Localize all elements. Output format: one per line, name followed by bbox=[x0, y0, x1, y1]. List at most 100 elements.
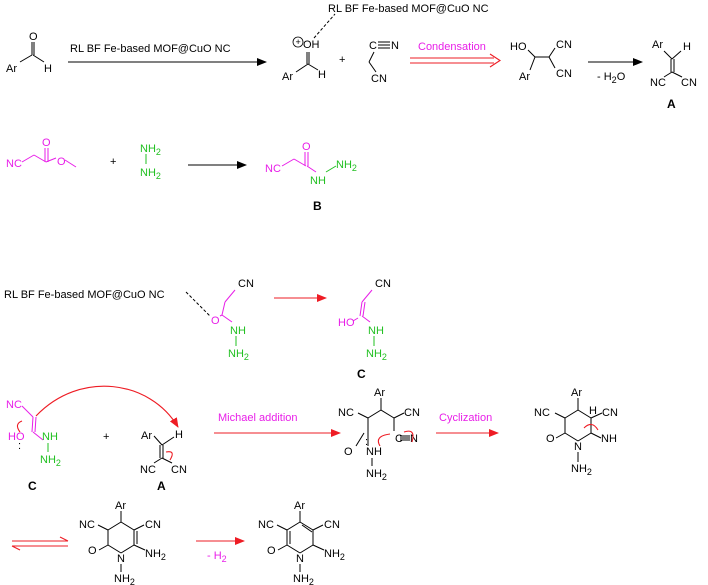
michael-label: Michael addition bbox=[218, 412, 298, 424]
activated-oh: OH bbox=[303, 39, 320, 51]
curved-arrow-2 bbox=[165, 451, 173, 461]
py-cn: CN bbox=[324, 519, 340, 531]
catalyst-label-3: RL BF Fe-based MOF@CuO NC bbox=[4, 289, 165, 301]
ci-cn: CN bbox=[602, 407, 618, 419]
hc-cn: CN bbox=[238, 278, 254, 290]
ci-nc: NC bbox=[534, 407, 550, 419]
mca-nc: NC bbox=[6, 158, 22, 170]
dh-nc: NC bbox=[79, 519, 95, 531]
mca-o2: O bbox=[57, 156, 66, 168]
alc-ar: Ar bbox=[519, 71, 530, 83]
a-cn: CN bbox=[681, 77, 697, 89]
plus-1: + bbox=[339, 54, 345, 66]
c2-nc: NC bbox=[6, 399, 22, 411]
aldehyde-ar: Ar bbox=[6, 63, 17, 75]
minus-h2o-label: - H2O bbox=[597, 71, 626, 85]
dh-o: O bbox=[88, 545, 97, 557]
c2-ho: HO bbox=[8, 431, 25, 443]
hydrazine-nh2-top: NH2 bbox=[140, 143, 161, 157]
condensation-arrow: Condensation bbox=[410, 41, 502, 68]
alcohol-intermediate: HO Ar CN CN bbox=[510, 39, 572, 83]
py-nh2-n: NH2 bbox=[293, 573, 314, 585]
a2-cn: CN bbox=[171, 464, 187, 476]
malono-c1: C bbox=[369, 40, 377, 52]
label-C-1: C bbox=[357, 367, 366, 381]
a-nc: NC bbox=[650, 77, 666, 89]
curved-arrow-3 bbox=[377, 433, 391, 447]
ci-o: O bbox=[546, 433, 555, 445]
a2-ar: Ar bbox=[141, 430, 152, 442]
aldehyde-o: O bbox=[29, 31, 38, 43]
row1-aldehyde-activation: O Ar H RL BF Fe-based MOF@CuO NC + OH Ar… bbox=[6, 3, 697, 111]
cyclization-label: Cyclization bbox=[439, 412, 492, 424]
c2-lone-pair: : bbox=[18, 440, 21, 452]
dh-nh2-ring: NH2 bbox=[145, 548, 166, 562]
b-o: O bbox=[302, 141, 311, 153]
hydrazine: NH2 NH2 bbox=[140, 143, 161, 181]
py-ar: Ar bbox=[294, 500, 305, 512]
ma-o: O bbox=[344, 446, 353, 458]
row4-michael-cyclization: NC HO : NH NH2 C + Ar H NC CN bbox=[6, 385, 618, 493]
curved-arrow-4 bbox=[403, 430, 414, 443]
ci-ar: Ar bbox=[571, 387, 582, 399]
a2-h: H bbox=[175, 429, 183, 441]
c-ho: HO bbox=[338, 317, 355, 329]
compound-C: CN HO NH NH2 C bbox=[338, 278, 391, 381]
equilibrium-arrow bbox=[11, 536, 69, 551]
ci-h: H bbox=[589, 405, 597, 417]
curved-arrow-5 bbox=[583, 423, 599, 431]
c-nh: NH bbox=[368, 325, 384, 337]
hydrazide-complex: CN O NH NH2 bbox=[211, 278, 254, 362]
curved-arrow-1 bbox=[16, 420, 23, 433]
hc-nh: NH bbox=[230, 325, 246, 337]
label-B: B bbox=[313, 199, 322, 213]
py-nh2-ring: NH2 bbox=[324, 548, 345, 562]
mca-o1: O bbox=[42, 137, 51, 149]
catalyst-label-1: RL BF Fe-based MOF@CuO NC bbox=[70, 43, 231, 55]
label-A-2: A bbox=[157, 479, 166, 493]
aldehyde-molecule: O Ar H bbox=[6, 31, 52, 75]
alc-cn2: CN bbox=[556, 68, 572, 80]
catalyst-coordination-dash bbox=[313, 13, 336, 39]
ma-nh: NH bbox=[366, 446, 382, 458]
compound-A: Ar H NC CN A bbox=[650, 39, 697, 111]
activated-h: H bbox=[318, 69, 326, 81]
b-nh: NH bbox=[310, 175, 326, 187]
malono-n1: N bbox=[391, 40, 399, 52]
oxonium-plus: + bbox=[296, 37, 301, 47]
ma-nc: NC bbox=[338, 407, 354, 419]
py-nc: NC bbox=[258, 519, 274, 531]
c-cn: CN bbox=[375, 278, 391, 290]
methyl-cyanoacetate: NC O O bbox=[6, 137, 77, 170]
compound-C-nucleophile: NC HO : NH NH2 C bbox=[6, 385, 179, 493]
pyridone-final-product: Ar NC CN O N NH2 NH2 bbox=[258, 500, 345, 585]
catalyst-coordination-dash-2 bbox=[185, 291, 211, 317]
hc-o: O bbox=[211, 315, 220, 327]
hydrazine-nh2-bottom: NH2 bbox=[140, 167, 161, 181]
ma-ar: Ar bbox=[374, 387, 385, 399]
ci-nh2: NH2 bbox=[571, 463, 592, 477]
malono-cn2: CN bbox=[371, 73, 387, 85]
ci-nh: NH bbox=[601, 433, 617, 445]
minus-h2-label: - H2 bbox=[207, 550, 227, 564]
condensation-label: Condensation bbox=[418, 41, 486, 53]
c-nh2: NH2 bbox=[366, 348, 387, 362]
label-C-2: C bbox=[28, 479, 37, 493]
py-n: N bbox=[296, 553, 304, 565]
compound-A-acceptor: Ar H NC CN A bbox=[140, 429, 187, 493]
ma-nh2: NH2 bbox=[366, 468, 387, 482]
ci-n: N bbox=[574, 441, 582, 453]
alc-cn1: CN bbox=[556, 39, 572, 51]
row2-hydrazide-formation: NC O O + NH2 NH2 NC O NH NH2 bbox=[6, 137, 357, 213]
activated-aldehyde: + OH Ar H RL BF Fe-based MOF@CuO NC bbox=[282, 3, 489, 83]
a-ar: Ar bbox=[652, 39, 663, 51]
cyclized-intermediate: Ar NC CN H O N NH NH2 bbox=[534, 387, 618, 477]
dh-n: N bbox=[117, 553, 125, 565]
b-nh2: NH2 bbox=[336, 159, 357, 173]
ma-c: C bbox=[395, 433, 403, 445]
malononitrile: C N CN bbox=[368, 40, 399, 85]
row5-tautomerization-oxidation: Ar NC CN O N NH2 NH2 - H2 Ar bbox=[11, 500, 345, 585]
c2-nh2: NH2 bbox=[40, 454, 61, 468]
b-nc: NC bbox=[265, 163, 281, 175]
